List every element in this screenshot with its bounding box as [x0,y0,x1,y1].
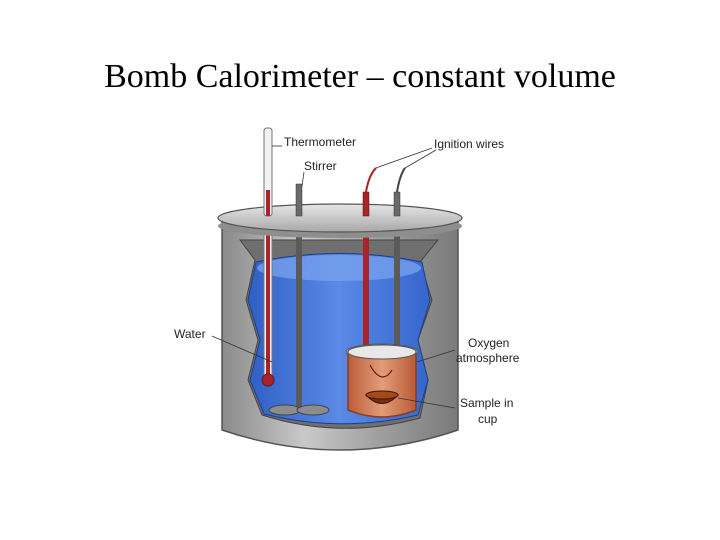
label-oxygen-line1: Oxygen [468,336,509,350]
slide-title: Bomb Calorimeter – constant volume [104,58,616,95]
leader-lines [211,145,456,409]
label-oxygen-line2: atmosphere [456,351,520,365]
stirrer [268,185,330,416]
label-sample-line1: Sample in [460,396,513,410]
bomb-vessel [345,343,419,418]
calorimeter-lid [217,203,463,238]
lid-stems [263,127,401,217]
sample-cup [364,390,400,404]
label-ignition-wires: Ignition wires [434,137,504,151]
label-stirrer: Stirrer [304,159,337,173]
ignition-rods [363,167,406,352]
label-thermometer: Thermometer [284,135,356,149]
label-sample-line2: cup [478,412,498,426]
label-water: Water [174,327,206,341]
